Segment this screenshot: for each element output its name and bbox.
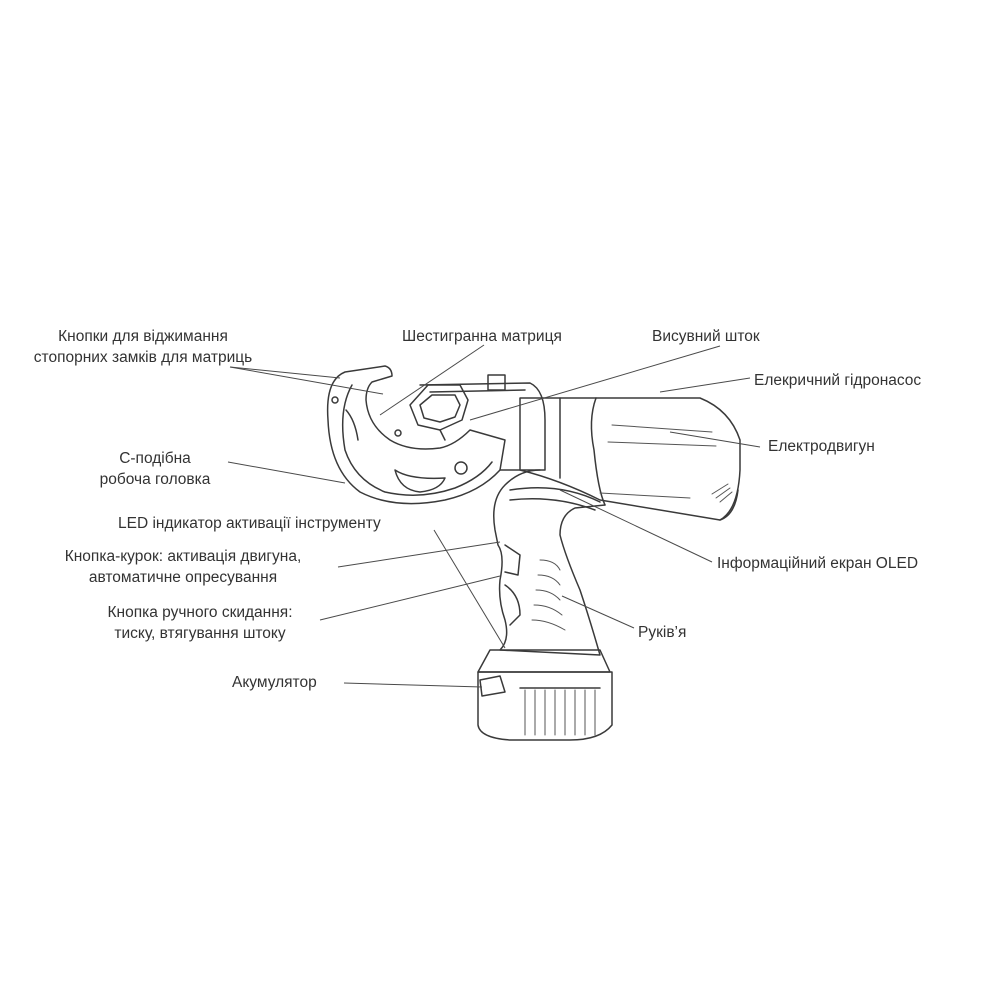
label-manual-reset-line1: Кнопка ручного скидання:	[107, 604, 293, 621]
label-manual-reset: Кнопка ручного скидання: тиску, втягуван…	[78, 602, 322, 644]
label-die-lock-buttons-line2: стопорних замків для матриць	[33, 349, 253, 366]
label-led-indicator: LED індикатор активації інструменту	[118, 515, 381, 532]
piston-cylinder	[419, 374, 546, 471]
label-manual-reset-line2: тиску, втягування штоку	[114, 625, 286, 642]
label-hydraulic-pump: Елекричний гідронасос	[754, 372, 922, 389]
label-handle: Руків’я	[638, 624, 687, 641]
label-c-head-line2: робоча головка	[99, 471, 211, 488]
c-head	[326, 365, 506, 505]
label-hex-die: Шестигранна матриця	[402, 328, 562, 345]
motor-housing	[519, 397, 741, 521]
label-die-lock-buttons-line1: Кнопки для віджимання	[58, 328, 228, 345]
label-c-head: С-подібна робоча головка	[80, 448, 230, 490]
label-die-lock-buttons: Кнопки для віджимання стопорних замків д…	[26, 326, 260, 368]
label-battery: Акумулятор	[232, 674, 317, 691]
label-trigger-line1: Кнопка-курок: активація двигуна,	[64, 548, 302, 565]
battery-pack	[477, 649, 613, 741]
label-c-head-line1: С-подібна	[119, 450, 191, 467]
handle-body	[493, 469, 606, 656]
label-motor: Електродвигун	[768, 438, 875, 455]
label-piston: Висувний шток	[652, 328, 760, 345]
label-trigger: Кнопка-курок: активація двигуна, автомат…	[30, 546, 336, 588]
label-oled-screen: Інформаційний екран OLED	[717, 555, 919, 572]
leader-lines	[227, 344, 761, 688]
hex-die	[409, 384, 469, 441]
label-trigger-line2: автоматичне опресування	[88, 569, 278, 586]
